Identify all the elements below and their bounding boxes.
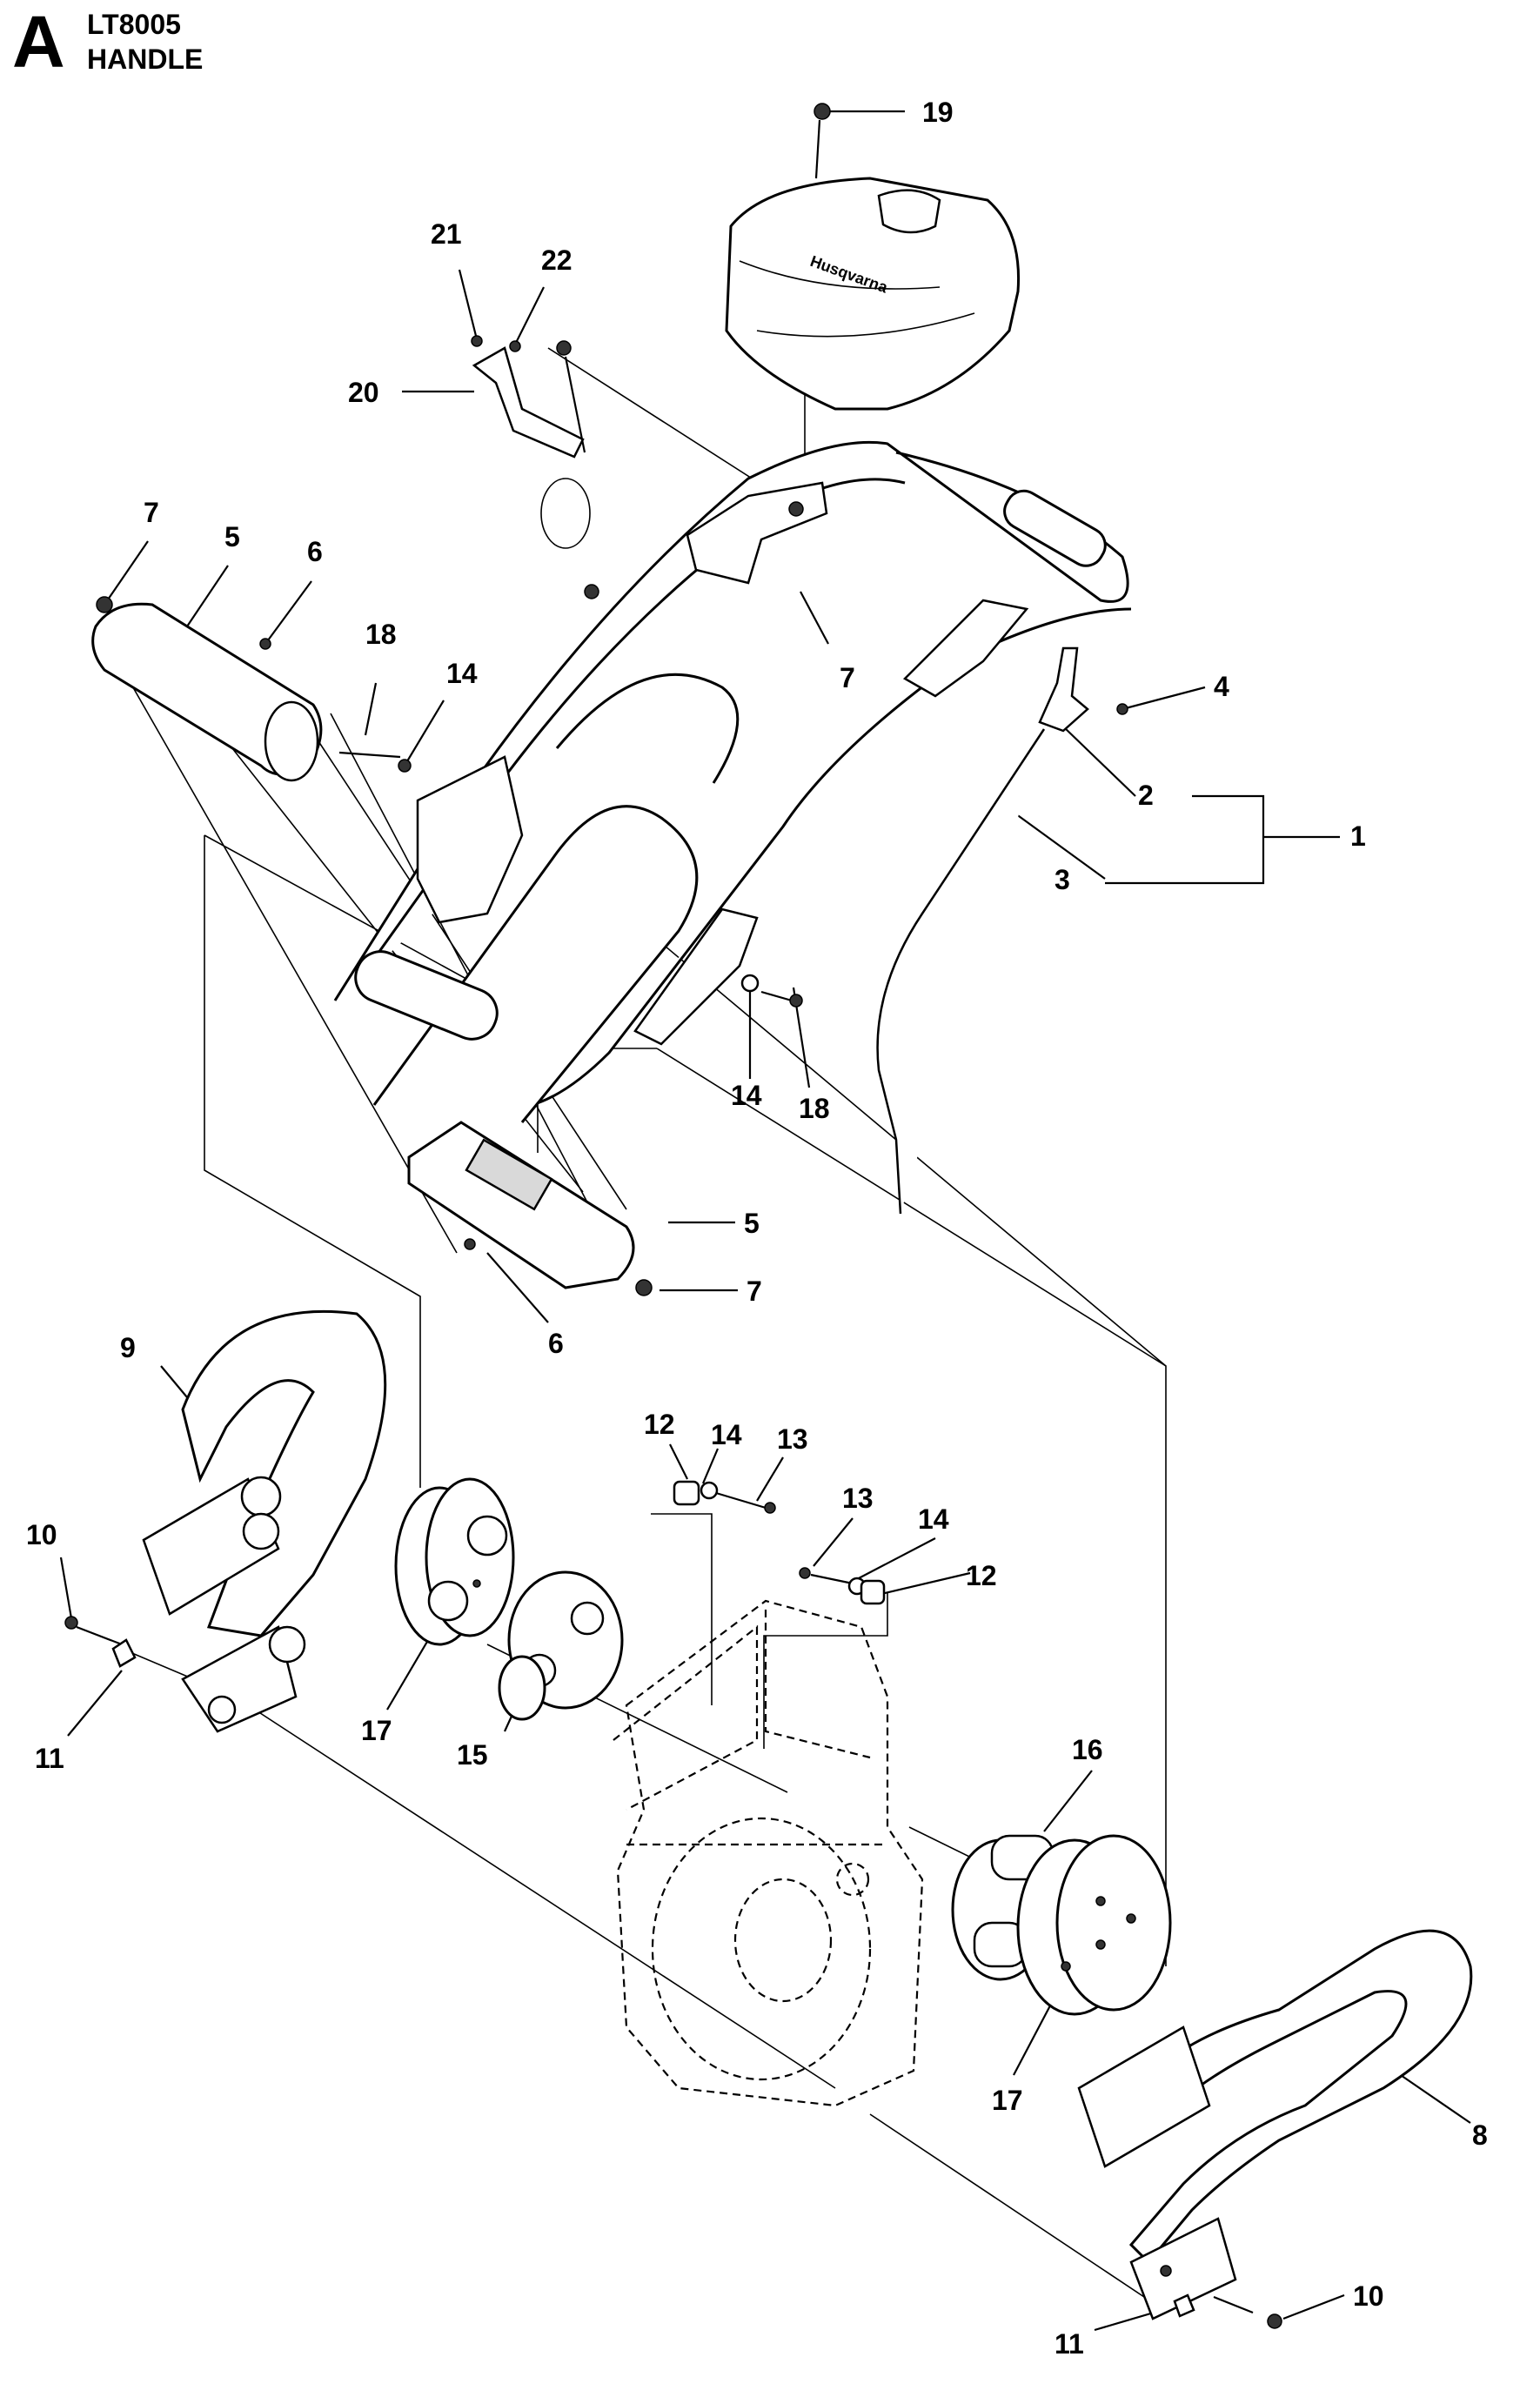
callout-12: 12 xyxy=(644,1409,675,1440)
callout-16: 16 xyxy=(1072,1734,1103,1765)
spacer-bolt-set-right xyxy=(799,1567,886,1605)
callout-8: 8 xyxy=(1472,2119,1488,2151)
model-number: LT8005 xyxy=(87,9,181,40)
bolt-10-right xyxy=(1173,2293,1282,2329)
callout-14: 14 xyxy=(918,1503,949,1535)
callout-10: 10 xyxy=(26,1519,57,1550)
callout-7: 7 xyxy=(144,497,159,528)
callout-6: 6 xyxy=(307,536,323,567)
grip-handle-lower xyxy=(407,1121,653,1296)
callout-4: 4 xyxy=(1214,671,1229,702)
handle-bracket-9 xyxy=(142,1309,387,1733)
engine-outline xyxy=(613,1599,924,2107)
throttle-lever xyxy=(1038,646,1128,733)
assembly-title: HANDLE xyxy=(87,44,204,75)
callout-11: 11 xyxy=(35,1743,64,1774)
callout-12: 12 xyxy=(966,1560,997,1591)
callout-17: 17 xyxy=(992,2085,1023,2116)
callout-19: 19 xyxy=(922,97,954,128)
callout-14: 14 xyxy=(446,658,478,689)
callout-7: 7 xyxy=(747,1275,762,1307)
bolt-10-left xyxy=(64,1616,137,1668)
callout-5: 5 xyxy=(224,521,240,552)
handle-bracket-8 xyxy=(1077,1929,1473,2320)
section-letter: A xyxy=(12,1,65,83)
callout-15: 15 xyxy=(457,1739,488,1771)
callout-20: 20 xyxy=(348,377,379,408)
callout-7: 7 xyxy=(840,662,855,693)
leader-lines xyxy=(59,110,1471,2332)
isolator-17-left xyxy=(394,1477,515,1646)
isolator-17-right xyxy=(1016,1834,1172,2016)
callout-14: 14 xyxy=(731,1080,762,1111)
callout-2: 2 xyxy=(1138,780,1154,811)
callout-labels: 19 21 22 20 7 5 6 18 14 7 4 2 1 3 14 18 … xyxy=(26,97,1488,2360)
callout-11: 11 xyxy=(1055,2328,1084,2360)
callout-5: 5 xyxy=(744,1208,760,1239)
spacer-bolt-set-upper xyxy=(673,1480,776,1514)
callout-14: 14 xyxy=(711,1419,742,1450)
callout-18: 18 xyxy=(799,1093,830,1124)
grip-handle-upper xyxy=(91,596,412,782)
bracket-20 xyxy=(471,335,599,599)
throttle-cable xyxy=(876,728,1046,1215)
fuel-tank: Husqvarna xyxy=(725,103,1021,517)
callout-3: 3 xyxy=(1055,864,1070,895)
callout-1: 1 xyxy=(1350,820,1366,852)
plate-15 xyxy=(498,1570,624,1721)
callout-10: 10 xyxy=(1353,2280,1384,2312)
callout-6: 6 xyxy=(548,1328,564,1359)
callout-22: 22 xyxy=(541,244,572,276)
callout-13: 13 xyxy=(842,1483,874,1514)
callout-21: 21 xyxy=(431,218,462,250)
callout-13: 13 xyxy=(777,1423,808,1455)
callout-9: 9 xyxy=(120,1332,136,1363)
callout-18: 18 xyxy=(365,619,397,650)
callout-17: 17 xyxy=(361,1715,392,1746)
bolt-18-lower xyxy=(740,974,803,1008)
